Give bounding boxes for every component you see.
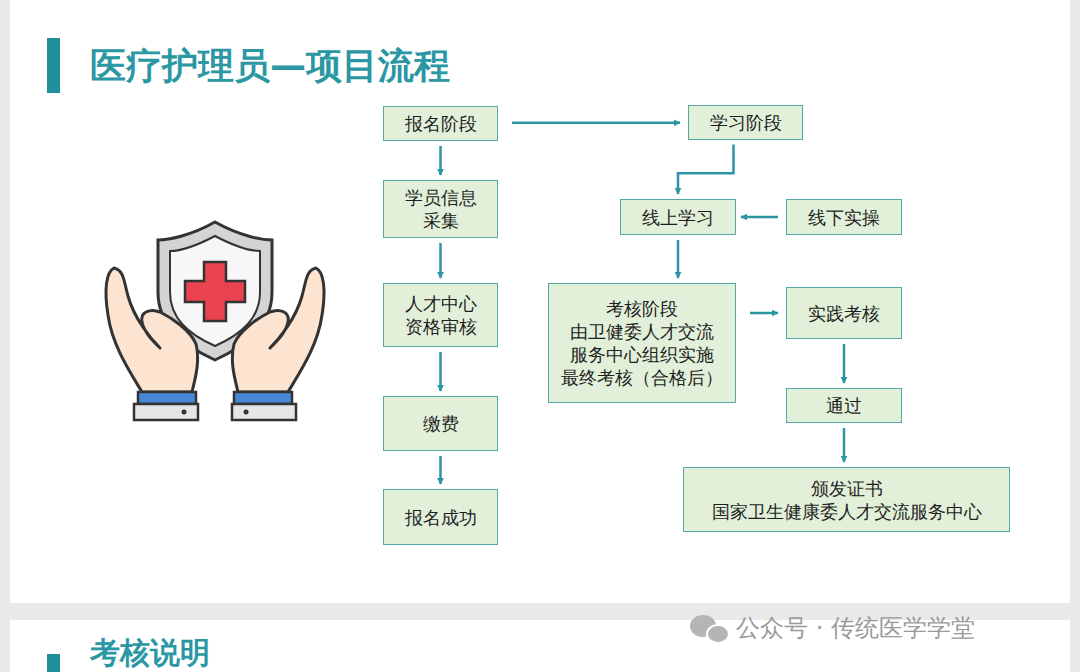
left-hand <box>106 268 198 420</box>
wechat-icon <box>690 615 729 643</box>
next-slide-title: 考核说明 <box>90 636 210 670</box>
flow-arrow <box>843 344 846 383</box>
flow-arrow <box>750 312 778 315</box>
flow-arrow <box>439 146 442 175</box>
process-box: 通过 <box>786 388 902 423</box>
process-box: 颁发证书国家卫生健康委人才交流服务中心 <box>683 467 1010 532</box>
box-text: 人才中心 资格审核 <box>390 292 491 338</box>
process-box: 报名成功 <box>383 489 498 545</box>
process-box: 线下实操 <box>786 199 902 235</box>
process-box: 实践考核 <box>786 287 902 339</box>
box-text: 颁发证书 <box>811 477 883 500</box>
process-box: 人才中心 资格审核 <box>383 283 498 347</box>
process-box: 线上学习 <box>620 199 736 235</box>
box-text: 考核阶段 <box>606 297 678 320</box>
right-hand <box>232 268 324 420</box>
process-box: 缴费 <box>383 396 498 451</box>
box-text: 通过 <box>826 394 862 417</box>
box-text: 实践考核 <box>808 302 880 325</box>
title-bar <box>47 654 60 672</box>
box-text: 由卫健委人才交流 服务中心组织实施 最终考核（合格后） <box>555 320 729 389</box>
flow-arrow <box>439 456 442 484</box>
box-text: 报名阶段 <box>405 112 477 135</box>
flow-arrow <box>741 216 778 219</box>
box-text: 线下实操 <box>808 206 880 229</box>
flow-arrow <box>439 243 442 278</box>
process-box: 学习阶段 <box>688 105 803 140</box>
flow-arrow <box>677 240 680 278</box>
flow-arrow <box>512 122 680 125</box>
box-text: 学习阶段 <box>710 111 782 134</box>
process-box: 学员信息 采集 <box>383 180 498 238</box>
flow-arrow <box>439 352 442 391</box>
box-text: 缴费 <box>423 412 459 435</box>
process-box: 报名阶段 <box>383 106 498 141</box>
box-text: 报名成功 <box>405 506 477 529</box>
box-text: 国家卫生健康委人才交流服务中心 <box>712 500 982 523</box>
watermark: 公众号 · 传统医学学堂 <box>736 612 975 644</box>
flow-arrow <box>678 145 734 195</box>
slide-title: 医疗护理员—项目流程 <box>90 42 450 90</box>
box-text: 学员信息 采集 <box>390 186 491 232</box>
title-bar <box>47 38 60 93</box>
process-box: 考核阶段由卫健委人才交流 服务中心组织实施 最终考核（合格后） <box>548 283 736 403</box>
flow-arrow <box>843 428 846 462</box>
box-text: 线上学习 <box>642 206 714 229</box>
